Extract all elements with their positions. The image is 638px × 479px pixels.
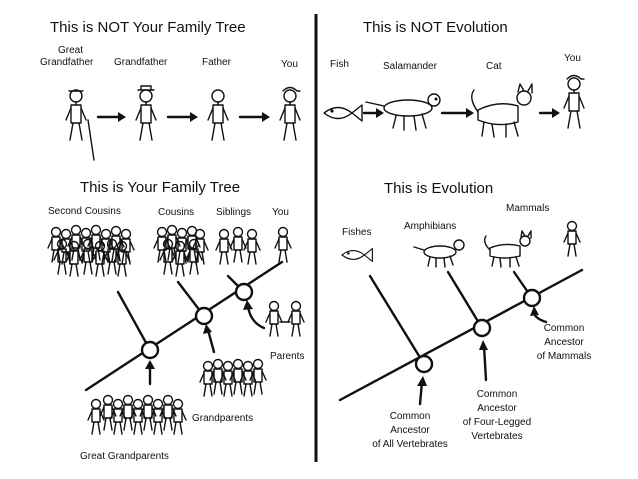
all-vertebrates-node: [414, 354, 434, 374]
evolution-tree: [338, 268, 584, 406]
title-family-tree: This is Your Family Tree: [80, 179, 241, 196]
label-cousins: Cousins: [158, 207, 195, 218]
title-evolution: This is Evolution: [384, 180, 494, 197]
lineage-arrows: [96, 112, 270, 122]
sequence-arrows: [362, 108, 560, 118]
label-ca-four-2: Ancestor: [477, 403, 517, 414]
label-grandfather: Grandfather: [114, 57, 168, 68]
label-siblings: Siblings: [216, 207, 252, 218]
great-grandfather-figure: [65, 89, 95, 161]
label-ca-all-3: of All Vertebrates: [372, 439, 448, 450]
label-salamander: Salamander: [383, 61, 437, 72]
amphibian-drawing: [413, 239, 465, 268]
label-you-lineage: You: [281, 59, 298, 70]
label-cat: Cat: [486, 61, 502, 72]
label-fishes: Fishes: [342, 227, 372, 238]
parents-group: [265, 300, 305, 337]
grandparents-node: [194, 306, 214, 326]
label-fish: Fish: [330, 59, 349, 70]
family-tree-trunk: [84, 260, 284, 392]
cat-drawing: [471, 83, 533, 138]
label-father: Father: [202, 57, 231, 68]
label-amphibians: Amphibians: [404, 221, 457, 232]
human-drawing: [563, 220, 581, 257]
parents-node: [234, 282, 254, 302]
you-figure-lineage: [279, 86, 301, 141]
title-not-evolution: This is NOT Evolution: [363, 19, 508, 36]
mammals-node: [522, 288, 542, 308]
mammal-drawing: [483, 230, 532, 268]
label-ca-four-3: of Four-Legged: [462, 417, 532, 428]
label-ca-all-1: Common: [389, 411, 431, 422]
great-grandparents-group: [87, 394, 187, 435]
label-ca-all-2: Ancestor: [390, 425, 430, 436]
label-great-grandparents: Great Grandparents: [80, 451, 169, 462]
grandparents-group: [199, 358, 267, 397]
fishes-drawing: [341, 248, 373, 262]
label-ca-four-4: Vertebrates: [471, 431, 523, 442]
great-grandparents-node: [140, 340, 160, 360]
salamander-drawing: [365, 93, 441, 131]
lineage-figures: [65, 85, 301, 161]
you-figure-tree: [274, 226, 292, 263]
label-mammals: Mammals: [506, 203, 550, 214]
label-second-cousins: Second Cousins: [48, 206, 121, 217]
siblings-group: [215, 226, 261, 265]
evolution-tree-trunk: [338, 268, 584, 402]
cousins-crowd: [153, 224, 209, 277]
label-you-sequence: You: [564, 53, 581, 64]
label-ca-mammals-3: of Mammals: [536, 351, 592, 362]
label-great: Great: [58, 45, 84, 56]
father-figure: [207, 89, 229, 141]
grandfather-figure: [135, 85, 157, 141]
label-ca-mammals-1: Common: [543, 323, 585, 334]
second-cousins-crowd: [47, 224, 135, 277]
label-great-grandfather: Grandfather: [40, 57, 94, 68]
you-figure-sequence: [563, 74, 585, 129]
label-parents: Parents: [270, 351, 305, 362]
four-legged-node: [472, 318, 492, 338]
title-not-family-tree: This is NOT Your Family Tree: [50, 19, 246, 36]
label-ca-mammals-2: Ancestor: [544, 337, 584, 348]
fish-drawing: [323, 104, 363, 122]
label-grandparents: Grandparents: [192, 413, 254, 424]
family-tree: [84, 260, 284, 392]
label-you-tree: You: [272, 207, 289, 218]
sequence-figures: [323, 74, 585, 138]
label-ca-four-1: Common: [476, 389, 518, 400]
